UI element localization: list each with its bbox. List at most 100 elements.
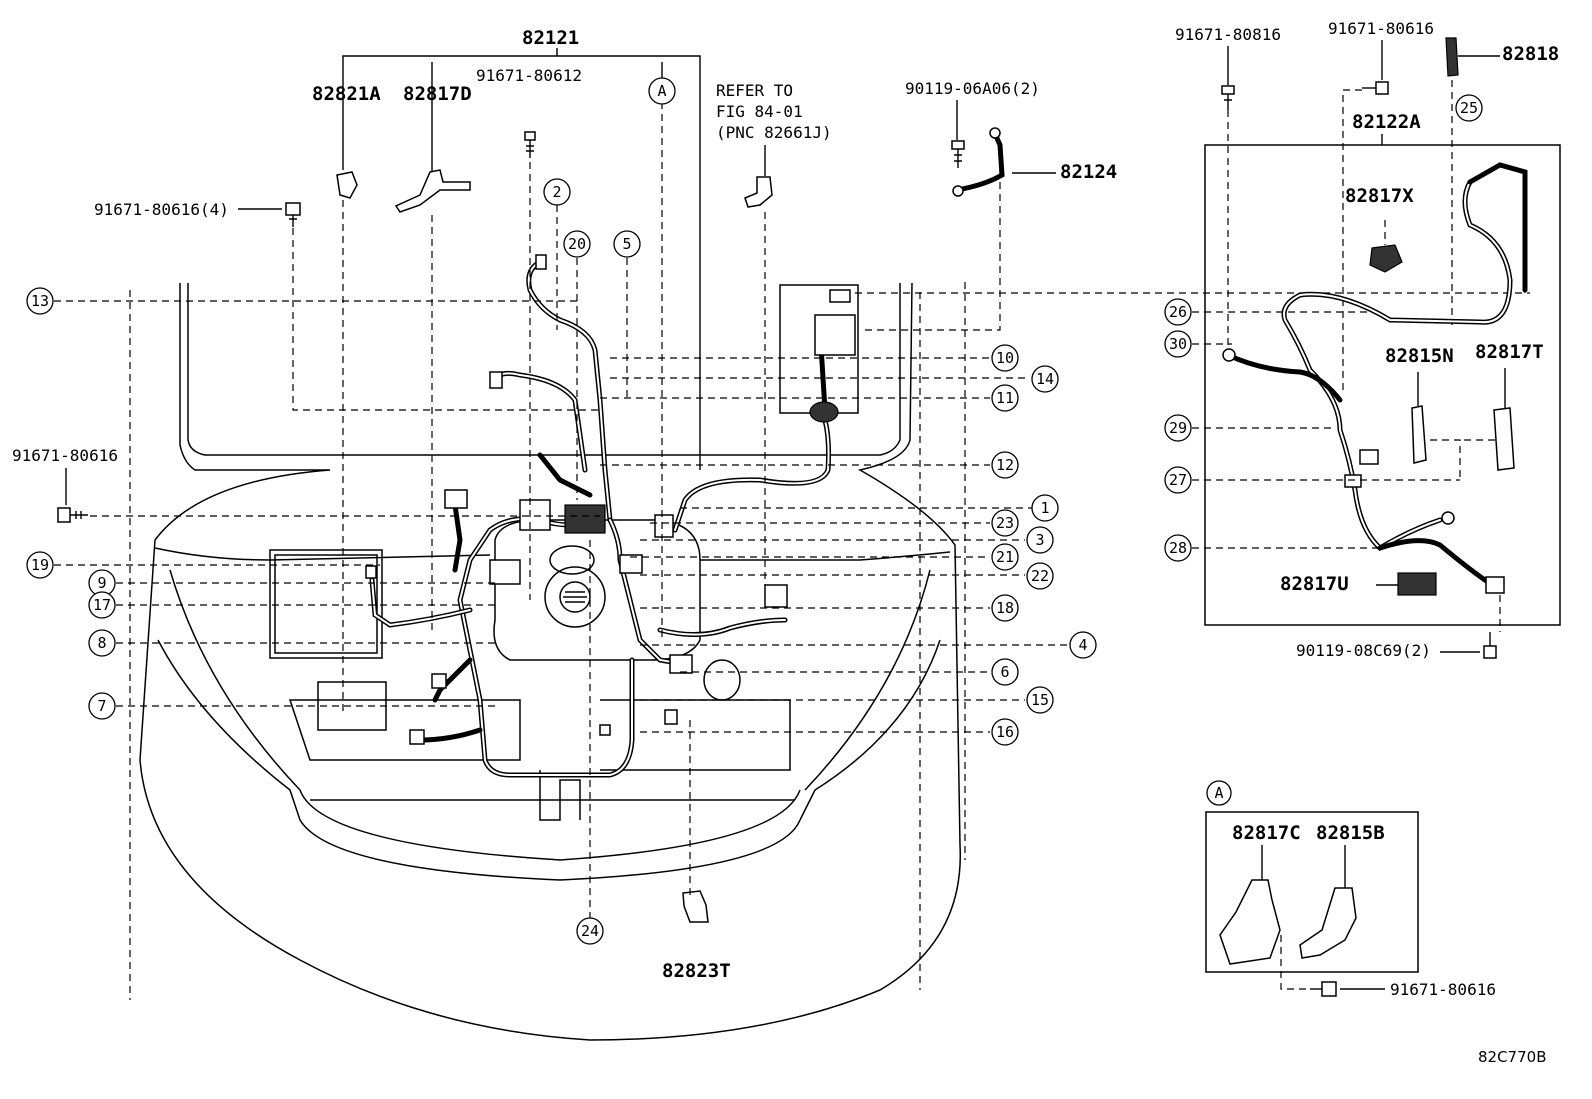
svg-text:2: 2: [552, 183, 561, 201]
refer-to-line-1: REFER TO: [716, 81, 793, 100]
bracket-82815N: [1411, 405, 1427, 464]
part-number-82815B: 82815B: [1316, 822, 1385, 844]
part-number-82124: 82124: [1060, 161, 1117, 183]
svg-text:17: 17: [93, 596, 111, 614]
part-number-82122A: 82122A: [1352, 111, 1421, 133]
callout-12: 12: [991, 451, 1019, 479]
svg-text:12: 12: [996, 456, 1014, 474]
part-number-82817T: 82817T: [1475, 341, 1544, 363]
callout-A-box: A: [1206, 780, 1232, 806]
callout-7: 7: [88, 692, 116, 720]
callouts: 13 2 20 5 A 10 14 11 12 1 23 3 21 22 18 …: [26, 77, 1483, 945]
svg-text:24: 24: [581, 922, 599, 940]
callout-27: 27: [1164, 466, 1192, 494]
part-number-82817C: 82817C: [1232, 822, 1301, 844]
harness-assembly-label-group: 82121 82821A 82817D 91671-80612 REFER TO…: [12, 27, 1546, 1066]
callout-20: 20: [563, 230, 591, 258]
callout-23: 23: [991, 509, 1019, 537]
svg-text:A: A: [657, 82, 666, 100]
detail-box-A: 82817C 82815B 91671-80616: [1205, 811, 1496, 999]
svg-text:5: 5: [622, 235, 631, 253]
part-number-91671-80612: 91671-80612: [476, 66, 582, 85]
svg-text:27: 27: [1169, 471, 1187, 489]
svg-text:26: 26: [1169, 303, 1187, 321]
svg-text:29: 29: [1169, 419, 1187, 437]
svg-text:25: 25: [1460, 99, 1478, 117]
callout-29: 29: [1164, 414, 1192, 442]
part-number-91671-80816: 91671-80816: [1175, 25, 1281, 44]
engine-bay-outline: [139, 282, 962, 1041]
part-number-91671-80616-qty4: 91671-80616(4): [94, 200, 229, 219]
bracket-82817D: [394, 169, 471, 213]
part-number-82817X: 82817X: [1345, 185, 1414, 207]
callout-6: 6: [991, 658, 1019, 686]
svg-text:16: 16: [996, 723, 1014, 741]
part-number-82821A: 82821A: [312, 83, 381, 105]
refer-to-line-3: (PNC 82661J): [716, 123, 832, 142]
part-number-82817D: 82817D: [403, 83, 472, 105]
part-number-82817U: 82817U: [1280, 573, 1349, 595]
svg-text:13: 13: [31, 292, 49, 310]
bolt-icon: [1310, 981, 1337, 997]
part-number-82121: 82121: [522, 27, 579, 49]
callout-16: 16: [991, 718, 1019, 746]
bolt-icon: [285, 202, 301, 227]
callout-24: 24: [576, 917, 604, 945]
svg-text:14: 14: [1036, 370, 1054, 388]
callout-17: 17: [88, 591, 116, 619]
callout-30: 30: [1164, 330, 1192, 358]
callout-21: 21: [991, 543, 1019, 571]
svg-text:28: 28: [1169, 539, 1187, 557]
bolt-icon: [57, 507, 88, 523]
part-number-90119-06A06: 90119-06A06(2): [905, 79, 1040, 98]
svg-text:7: 7: [97, 697, 106, 715]
callout-9: 9: [88, 569, 116, 597]
callout-28: 28: [1164, 534, 1192, 562]
relay-82661J: [744, 176, 773, 208]
clip-82821A: [336, 171, 358, 199]
callout-19: 19: [26, 551, 54, 579]
bracket-82815B: [1299, 887, 1357, 959]
svg-text:19: 19: [31, 556, 49, 574]
top-row-parts: [57, 127, 1005, 923]
svg-text:11: 11: [996, 389, 1014, 407]
bolt-icon: [1221, 85, 1235, 110]
callout-1: 1: [1031, 494, 1059, 522]
part-number-90119-08C69: 90119-08C69(2): [1296, 641, 1431, 660]
svg-text:A: A: [1214, 784, 1223, 802]
svg-text:22: 22: [1031, 567, 1049, 585]
bracket-82817T: [1493, 407, 1515, 471]
part-number-82823T: 82823T: [662, 960, 731, 982]
subassembly-frame: [1204, 144, 1561, 626]
part-number-91671-80616-bottom: 91671-80616: [1390, 980, 1496, 999]
svg-text:3: 3: [1035, 531, 1044, 549]
callout-8: 8: [88, 629, 116, 657]
bolt-icon: [1362, 81, 1389, 95]
figure-code: 82C770B: [1478, 1048, 1546, 1066]
subassembly-82122A: 91671-80816 91671-80616 82818 82122A 828…: [1175, 19, 1561, 660]
callout-14: 14: [1031, 365, 1059, 393]
callout-26: 26: [1164, 298, 1192, 326]
clip-82817U: [1397, 572, 1437, 596]
svg-text:23: 23: [996, 514, 1014, 532]
callout-13: 13: [26, 287, 54, 315]
part-number-91671-80616-top: 91671-80616: [1328, 19, 1434, 38]
bolt-icon: [951, 140, 965, 168]
sensor-82823T: [682, 890, 709, 923]
clip-82817X: [1369, 244, 1403, 273]
callout-22: 22: [1026, 562, 1054, 590]
part-number-82818: 82818: [1502, 43, 1559, 65]
bracket-82817C: [1219, 879, 1281, 965]
callout-18: 18: [991, 594, 1019, 622]
engine-wire-harness: [365, 254, 856, 778]
svg-text:1: 1: [1040, 499, 1049, 517]
callout-5: 5: [613, 230, 641, 258]
svg-text:4: 4: [1078, 636, 1087, 654]
svg-text:6: 6: [1000, 663, 1009, 681]
svg-text:18: 18: [996, 599, 1014, 617]
bolt-icon: [524, 131, 536, 158]
callout-10: 10: [991, 344, 1019, 372]
callout-A-top: A: [648, 77, 676, 105]
callout-15: 15: [1026, 686, 1054, 714]
